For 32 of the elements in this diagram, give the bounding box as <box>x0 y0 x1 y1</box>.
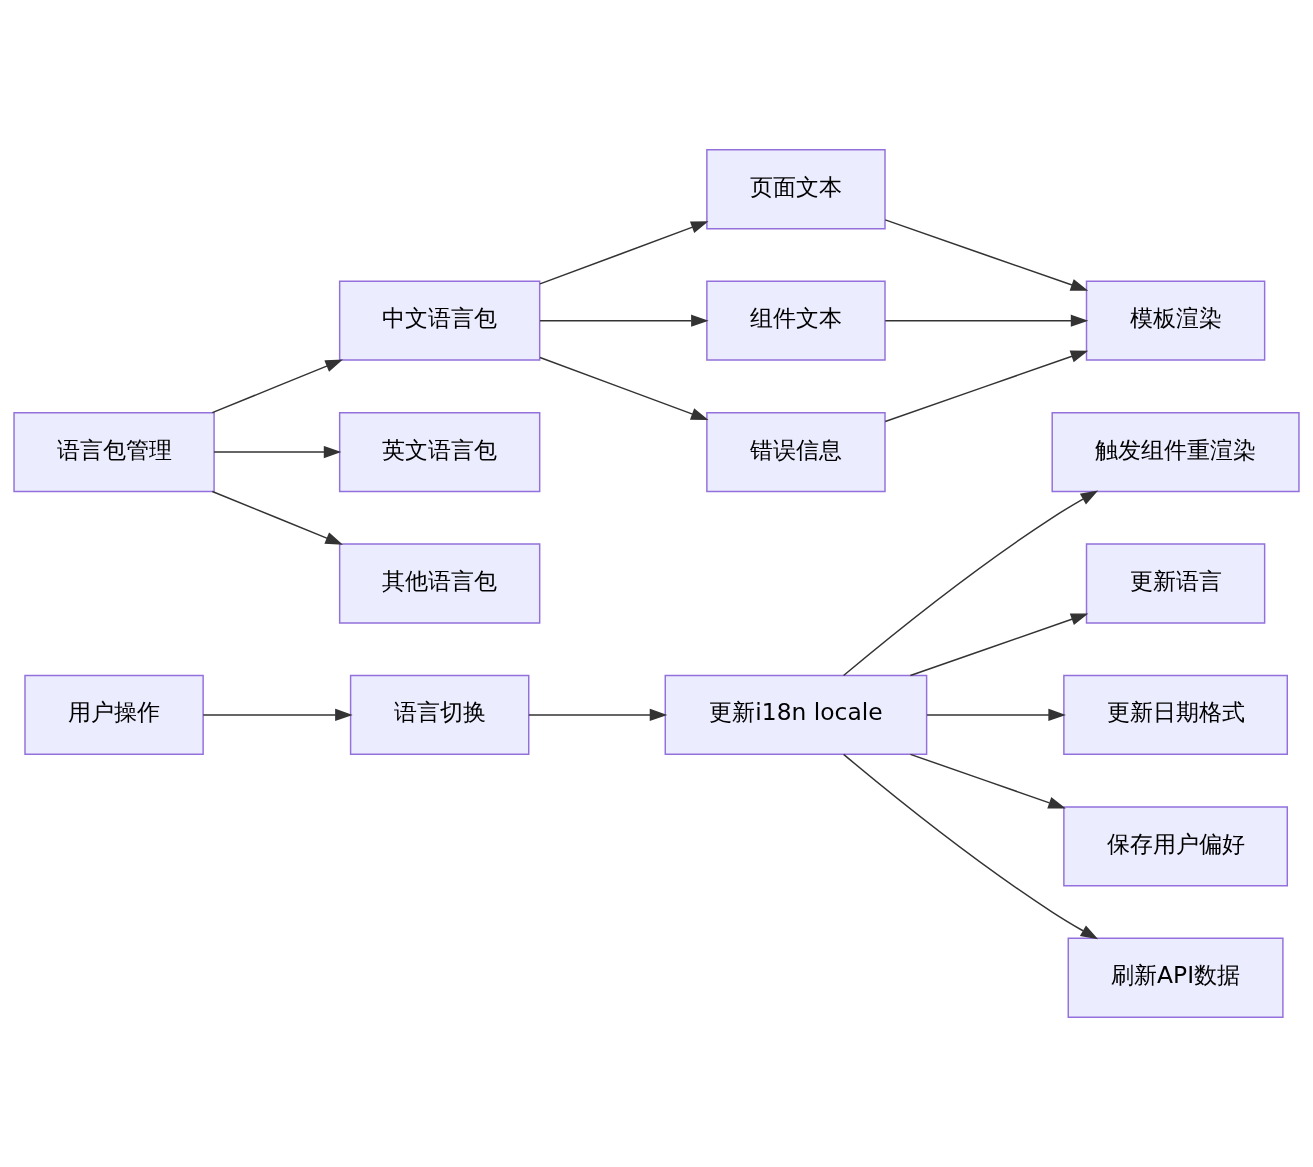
arrow <box>539 314 709 327</box>
node-box: 更新语言 <box>1085 543 1266 624</box>
arrow <box>926 708 1066 722</box>
node-box: 模板渲染 <box>1085 280 1266 361</box>
node-box: 更新日期格式 <box>1063 674 1288 756</box>
arrow <box>211 490 343 545</box>
arrow <box>842 753 1099 940</box>
arrow <box>884 219 1089 291</box>
node-box: 其他语言包 <box>338 543 541 624</box>
arrow <box>539 356 709 421</box>
node-box: 用户操作 <box>24 674 204 756</box>
node-box: 触发组件重渲染 <box>1051 411 1300 493</box>
node-box: 错误信息 <box>706 411 886 493</box>
arrow <box>884 314 1089 327</box>
arrow <box>202 708 353 722</box>
arrow <box>213 445 342 459</box>
node-box: 保存用户偏好 <box>1063 806 1288 887</box>
arrow <box>884 350 1089 423</box>
arrow <box>211 359 343 414</box>
node-box: 更新i18n locale <box>664 674 928 756</box>
arrow <box>539 221 709 285</box>
arrow <box>528 708 668 722</box>
node-box: 中文语言包 <box>338 280 541 361</box>
node-box: 语言切换 <box>349 674 530 756</box>
arrow <box>842 490 1099 677</box>
arrow <box>909 753 1066 809</box>
arrow <box>909 613 1089 677</box>
node-box: 组件文本 <box>706 280 886 361</box>
node-box: 页面文本 <box>706 149 886 230</box>
node-box: 语言包管理 <box>13 411 215 493</box>
node-box: 英文语言包 <box>338 411 541 493</box>
node-box: 刷新API数据 <box>1067 937 1284 1018</box>
